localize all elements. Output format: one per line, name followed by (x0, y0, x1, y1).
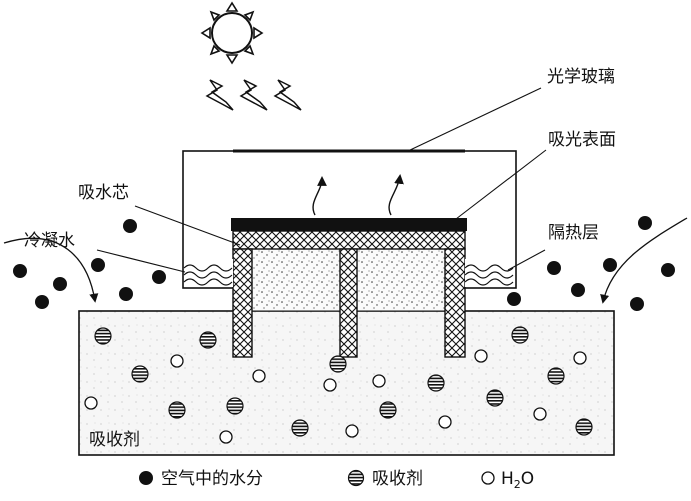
sorbent-particles (94, 326, 593, 437)
legend-air-moisture-icon (139, 471, 153, 485)
air-flow-arrow-icon (3, 217, 688, 304)
legend-water-label: H2O (501, 469, 534, 491)
air-moisture-dots (13, 216, 675, 311)
sun-icon (200, 1, 264, 65)
absorbing-surface (231, 218, 467, 231)
labels: 光学玻璃 吸光表面 吸水芯 冷凝水 隔热层 吸收剂 (24, 67, 616, 450)
legend-sorbent-icon (347, 469, 365, 487)
label-absorbing-surface: 吸光表面 (548, 130, 616, 150)
insulation-layer (464, 259, 515, 287)
label-sorbent: 吸收剂 (89, 430, 140, 450)
vapor-arrow-icon (312, 174, 404, 216)
legend-sorbent-label: 吸收剂 (372, 469, 423, 489)
sunlight-ray-icon (205, 79, 302, 111)
sorbent-chamber (251, 248, 446, 312)
leader-lines (96, 87, 547, 273)
legend: 空气中的水分 吸收剂 H2O (139, 469, 534, 491)
label-condensed-water: 冷凝水 (24, 231, 75, 251)
legend-air-moisture-label: 空气中的水分 (161, 469, 263, 489)
water-molecules (84, 349, 587, 444)
label-wick: 吸水芯 (78, 183, 129, 203)
label-insulation: 隔热层 (548, 223, 599, 243)
label-optical-glass: 光学玻璃 (547, 67, 615, 87)
wick (232, 230, 466, 358)
condensed-water-layer (183, 259, 233, 287)
legend-water-icon (481, 471, 495, 485)
